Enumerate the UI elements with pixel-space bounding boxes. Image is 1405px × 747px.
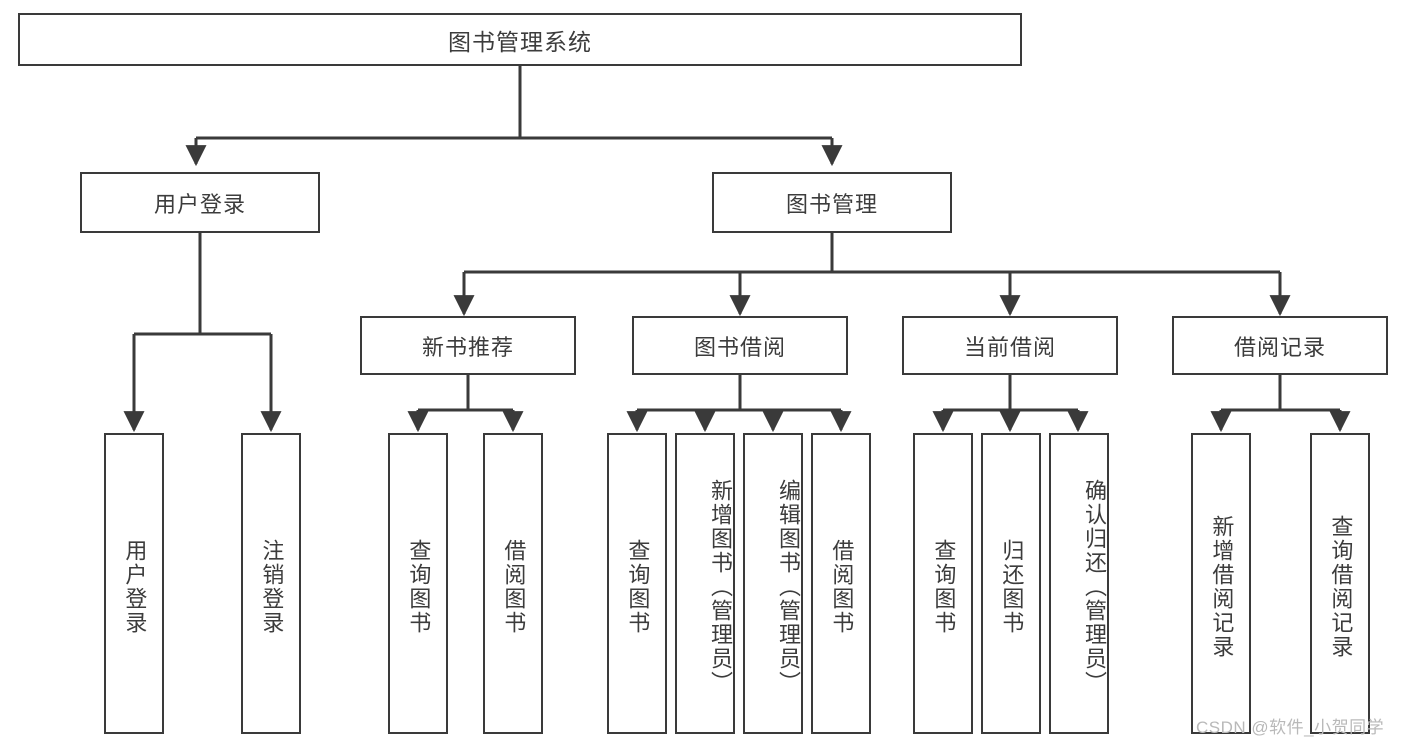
leaf-borrow-borrow-book[interactable]: 借阅图书 [811, 433, 871, 734]
node-user-login[interactable]: 用户登录 [80, 172, 320, 233]
node-label: 借阅记录 [1233, 334, 1326, 360]
leaf-user-login-logout[interactable]: 注销登录 [241, 433, 301, 734]
node-label: 新增借阅记录 [1209, 514, 1235, 659]
node-label: 查询图书 [406, 538, 432, 635]
node-current-borrow[interactable]: 当前借阅 [902, 316, 1118, 375]
node-label: 用户登录 [153, 191, 246, 217]
leaf-current-query-book[interactable]: 查询图书 [913, 433, 973, 734]
node-label: 新增图书（管理员） [708, 478, 733, 695]
node-label: 图书借阅 [693, 334, 786, 360]
node-label: 注销登录 [259, 538, 285, 635]
node-label: 当前借阅 [963, 334, 1056, 360]
node-label: 编辑图书（管理员） [776, 478, 801, 695]
node-book-management[interactable]: 图书管理 [712, 172, 952, 233]
node-root-book-management-system[interactable]: 图书管理系统 [18, 13, 1022, 66]
node-label: 查询图书 [931, 538, 957, 635]
leaf-current-confirm-return-admin[interactable]: 确认归还（管理员） [1049, 433, 1109, 734]
node-new-book-recommend[interactable]: 新书推荐 [360, 316, 576, 375]
node-label: 图书管理系统 [448, 28, 592, 55]
node-book-borrow[interactable]: 图书借阅 [632, 316, 848, 375]
node-label: 借阅图书 [829, 538, 855, 635]
leaf-current-return-book[interactable]: 归还图书 [981, 433, 1041, 734]
leaf-new-book-query-book[interactable]: 查询图书 [388, 433, 448, 734]
leaf-borrow-add-book-admin[interactable]: 新增图书（管理员） [675, 433, 735, 734]
leaf-record-add-borrow-record[interactable]: 新增借阅记录 [1191, 433, 1251, 734]
node-label: 图书管理 [785, 191, 878, 217]
node-label: 借阅图书 [501, 538, 527, 635]
node-label: 查询图书 [625, 538, 651, 635]
node-label: 归还图书 [999, 538, 1025, 635]
node-label: 查询借阅记录 [1328, 514, 1354, 659]
leaf-borrow-edit-book-admin[interactable]: 编辑图书（管理员） [743, 433, 803, 734]
leaf-user-login-login[interactable]: 用户登录 [104, 433, 164, 734]
node-label: 新书推荐 [421, 334, 514, 360]
node-label: 确认归还（管理员） [1082, 478, 1107, 695]
node-borrow-record[interactable]: 借阅记录 [1172, 316, 1388, 375]
leaf-borrow-query-book[interactable]: 查询图书 [607, 433, 667, 734]
leaf-new-book-borrow-book[interactable]: 借阅图书 [483, 433, 543, 734]
csdn-watermark: CSDN @软件_小贺同学 [1196, 718, 1385, 737]
node-label: 用户登录 [122, 538, 148, 635]
leaf-record-query-borrow-record[interactable]: 查询借阅记录 [1310, 433, 1370, 734]
